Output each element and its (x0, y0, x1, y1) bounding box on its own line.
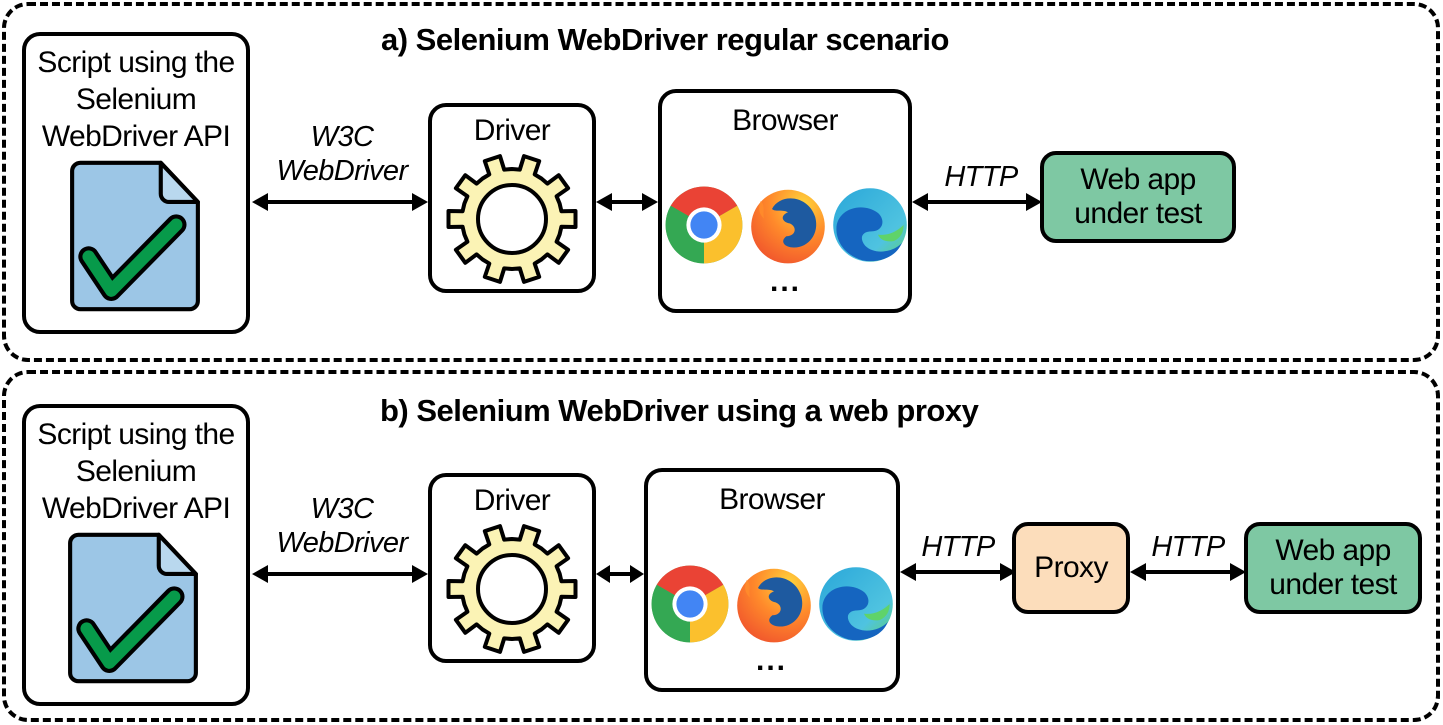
driver-label-b: Driver (473, 484, 551, 517)
web-app-box-a: Web app under test (1040, 151, 1236, 243)
web-app-label-a: Web app under test (1074, 163, 1202, 230)
chrome-icon (650, 564, 730, 644)
arrow-driver-browser-b (596, 565, 644, 583)
more-browsers-ellipsis: ... (756, 644, 788, 677)
script-box-a: Script using the Selenium WebDriver API (22, 32, 250, 334)
script-box-b: Script using the Selenium WebDriver API (22, 404, 250, 706)
arrow-browser-webapp-a (912, 193, 1042, 211)
http-label-a: HTTP (944, 161, 1018, 193)
gear-icon (442, 519, 582, 659)
arrow-driver-browser-a (596, 193, 658, 211)
proxy-box-b: Proxy (1012, 522, 1130, 614)
http-label-b1: HTTP (921, 531, 995, 563)
chrome-icon (664, 185, 744, 265)
document-check-icon (68, 158, 202, 314)
web-app-box-b: Web app under test (1244, 522, 1422, 614)
arrow-script-driver-a (252, 193, 428, 211)
w3c-label-a: W3C WebDriver (276, 121, 408, 187)
scenario-a-title: a) Selenium WebDriver regular scenario (381, 22, 949, 57)
w3c-label-b: W3C WebDriver (276, 493, 408, 559)
scenario-b-panel (2, 370, 1440, 722)
script-label-a: Script using the Selenium WebDriver API (37, 46, 235, 153)
script-label-b: Script using the Selenium WebDriver API (37, 418, 235, 525)
arrow-proxy-webapp-b (1130, 563, 1246, 581)
arrow-browser-proxy-b (900, 563, 1016, 581)
scenario-b-title: b) Selenium WebDriver using a web proxy (380, 393, 979, 428)
firefox-icon (748, 185, 828, 265)
edge-icon (816, 564, 896, 644)
browser-box-b: Browser ... (644, 468, 900, 692)
driver-box-a: Driver (428, 103, 596, 293)
scenario-a-panel (2, 2, 1440, 362)
driver-label-a: Driver (473, 114, 551, 147)
proxy-label-b: Proxy (1034, 551, 1108, 584)
web-app-label-b: Web app under test (1269, 534, 1397, 601)
more-browsers-ellipsis: ... (770, 265, 802, 298)
document-check-icon (66, 530, 200, 686)
browser-label-b: Browser (719, 483, 825, 516)
edge-icon (830, 185, 910, 265)
driver-box-b: Driver (428, 473, 596, 663)
browser-box-a: Browser ... (658, 89, 912, 313)
firefox-icon (734, 564, 814, 644)
http-label-b2: HTTP (1151, 531, 1225, 563)
gear-icon (442, 149, 582, 289)
arrow-script-driver-b (252, 565, 428, 583)
browser-label-a: Browser (732, 104, 838, 137)
